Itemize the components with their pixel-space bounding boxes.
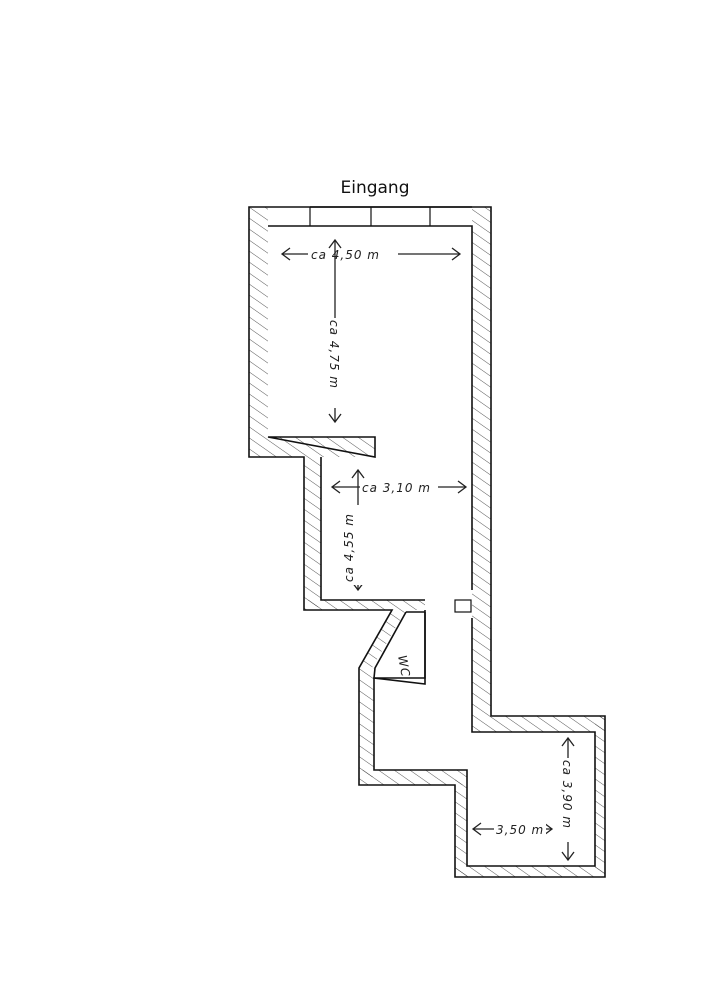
dimension-bottom-width: 3,50 m (471, 821, 554, 837)
dimension-top-height: ca 4,75 m (327, 238, 343, 424)
dimension-bottom-height: ca 3,90 m (560, 736, 576, 862)
wc-label: WC (395, 654, 413, 678)
outer-wall-outline (248, 206, 606, 878)
entrance-window (309, 206, 472, 226)
entrance-label: Eingang (340, 178, 410, 198)
dimension-top-width: ca 4,50 m (280, 246, 462, 262)
wc-room: WC (373, 611, 426, 685)
svg-text:3,50 m: 3,50 m (496, 823, 544, 837)
svg-text:ca 4,75 m: ca 4,75 m (327, 320, 341, 389)
svg-text:ca 4,55 m: ca 4,55 m (342, 513, 356, 582)
inner-wall-outline (267, 225, 596, 867)
svg-text:ca 4,50 m: ca 4,50 m (311, 248, 380, 262)
dimension-middle-height: ca 4,55 m (342, 468, 366, 592)
svg-text:ca 3,90 m: ca 3,90 m (560, 760, 574, 829)
door-stub (454, 599, 472, 613)
wall-hatching (249, 207, 605, 877)
dimension-middle-width: ca 3,10 m (330, 479, 468, 495)
svg-text:ca 3,10 m: ca 3,10 m (362, 481, 431, 495)
